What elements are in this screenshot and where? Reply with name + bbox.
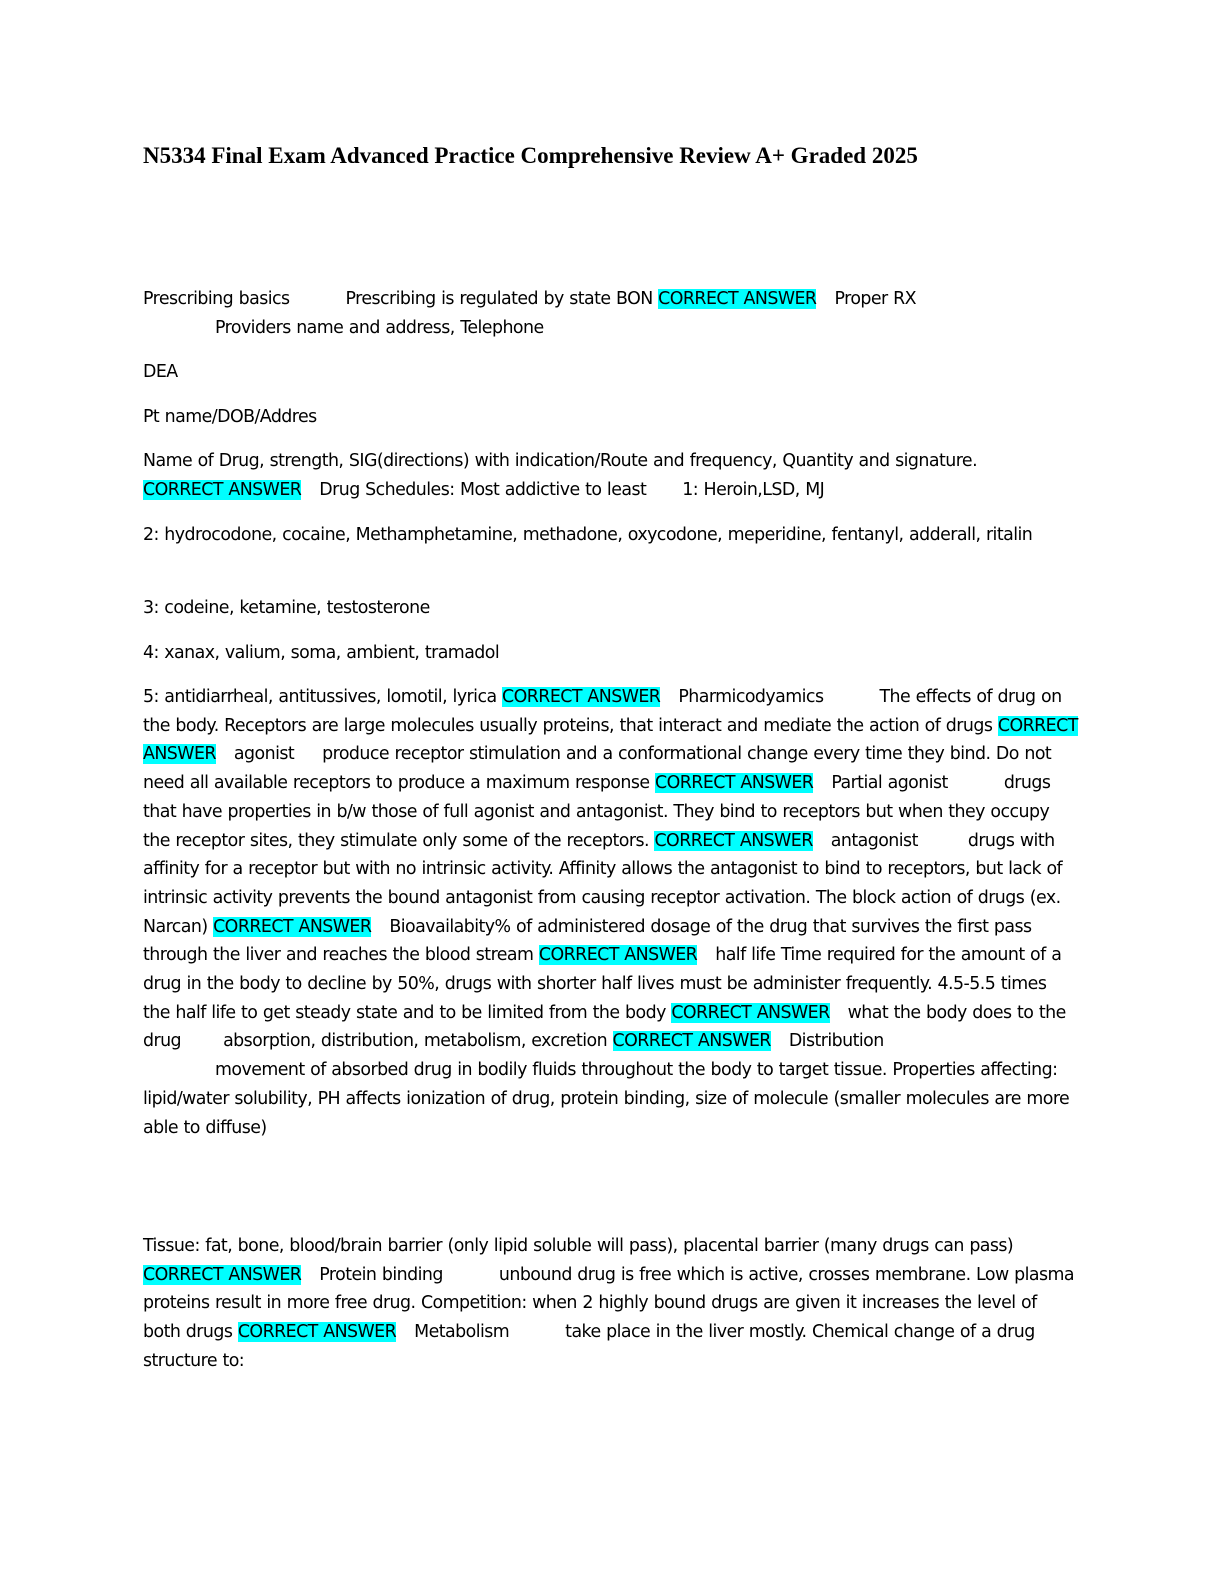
correct-answer-highlight: CORRECT ANSWER [143, 479, 302, 500]
correct-answer-highlight: CORRECT ANSWER [654, 830, 813, 851]
term-protein-binding: Protein binding [319, 1264, 443, 1285]
correct-answer-highlight: CORRECT ANSWER [538, 945, 698, 966]
term-drug-schedules: Drug Schedules: Most addictive to least [319, 479, 647, 500]
document-title: N5334 Final Exam Advanced Practice Compr… [143, 143, 918, 168]
correct-answer-highlight: CORRECT ANSWER [658, 289, 817, 309]
term-prescribing-basics: Prescribing basics [143, 289, 290, 309]
paragraph-schedule-4: 4: xanax, valium, soma, ambient, tramado… [143, 643, 500, 663]
term-partial-agonist: Partial agonist [831, 773, 948, 794]
paragraph-schedule-3: 3: codeine, ketamine, testosterone [143, 598, 430, 618]
correct-answer-highlight: CORRECT ANSWER [655, 773, 814, 794]
paragraph-drug-name: Name of Drug, strength, SIG(directions) … [143, 451, 978, 500]
correct-answer-highlight: CORRECT ANSWER [612, 1031, 771, 1052]
term-half-life: half life Time required for the amount o… [143, 945, 1062, 1023]
correct-answer-highlight: CORRECT ANSWER [502, 687, 661, 707]
paragraph-dea: DEA [143, 362, 178, 382]
correct-answer-highlight: CORRECT ANSWER [237, 1322, 397, 1343]
term-distribution: Distribution [788, 1031, 884, 1052]
term-agonist: agonist [233, 744, 295, 765]
paragraph-pharmacodynamics: 5: antidiarrheal, antitussives, lomotil,… [143, 687, 1078, 1138]
term-pharmacokinetics: what the body does to the drug [143, 1002, 1066, 1052]
correct-answer-highlight: CORRECT ANSWER [143, 1264, 302, 1285]
term-bioavailability: Bioavailabity% of administered dosage of… [143, 916, 1032, 966]
term-antagonist: antagonist [830, 830, 919, 851]
correct-answer-highlight: CORRECT ANSWER [671, 1002, 830, 1023]
term-metabolism: Metabolism [414, 1322, 510, 1343]
term-pharmicodyamics: Pharmicodyamics [678, 687, 824, 707]
paragraph-tissue: Tissue: fat, bone, blood/brain barrier (… [143, 1236, 1075, 1371]
correct-answer-highlight: CORRECT ANSWER [213, 916, 372, 937]
paragraph-pt-name: Pt name/DOB/Addres [143, 407, 317, 427]
paragraph-schedule-2: 2: hydrocodone, cocaine, Methamphetamine… [143, 525, 1033, 545]
